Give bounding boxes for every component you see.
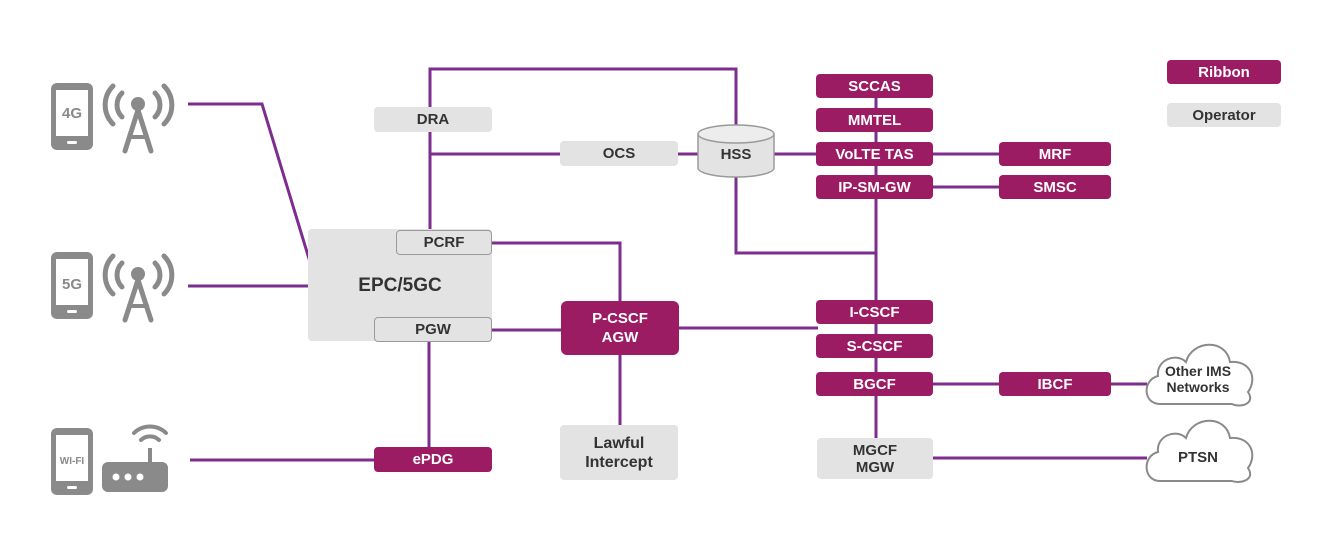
hss-label: HSS	[720, 146, 752, 163]
ocs-node: OCS	[560, 141, 678, 166]
ip-sm-gw-node: IP-SM-GW	[816, 175, 933, 199]
other-ims-networks-label: Other IMS Networks	[1148, 363, 1248, 395]
mgcf-label: MGCF	[852, 441, 898, 459]
link-hss-core	[734, 176, 876, 255]
mgw-label: MGW	[855, 458, 895, 476]
sccas-label: SCCAS	[848, 77, 901, 95]
other-ims-label-1: Other IMS	[1164, 363, 1232, 379]
pcrf-node: PCRF	[396, 230, 492, 255]
mrf-label: MRF	[1038, 145, 1072, 163]
mrf-node: MRF	[999, 142, 1111, 166]
bgcf-node: BGCF	[816, 372, 933, 396]
dra-label: DRA	[416, 111, 450, 128]
legend-ribbon-label: Ribbon	[1198, 63, 1250, 81]
volte-tas-node: VoLTE TAS	[816, 142, 933, 166]
epdg-node: ePDG	[374, 447, 492, 472]
pcscf-agw-node: P-CSCF AGW	[561, 301, 679, 355]
cloud-icon-other-ims	[1145, 343, 1254, 407]
pcscf-label: P-CSCF	[592, 310, 648, 327]
mmtel-label: MMTEL	[847, 111, 902, 129]
legend-operator: Operator	[1167, 103, 1281, 127]
other-ims-label-2: Networks	[1166, 379, 1230, 395]
bgcf-label: BGCF	[853, 375, 896, 393]
epc-5gc-label: EPC/5GC	[358, 274, 442, 296]
epdg-label: ePDG	[412, 451, 454, 468]
pgw-node: PGW	[374, 317, 492, 342]
ocs-label: OCS	[602, 145, 636, 162]
antenna-icon-4g	[102, 83, 175, 154]
antenna-icon-5g	[102, 253, 175, 323]
agw-label: AGW	[601, 329, 639, 346]
ptsn-label: PTSN	[1177, 449, 1218, 466]
dra-node: DRA	[374, 107, 492, 132]
volte-tas-label: VoLTE TAS	[835, 145, 914, 163]
link-4g-epc	[188, 102, 312, 263]
link-dra-hss	[428, 67, 738, 230]
phone-icon-5g	[51, 252, 93, 319]
phone-icon-4g	[51, 83, 93, 150]
lawful-intercept-label-1: Lawful	[593, 434, 645, 452]
lawful-intercept-node: Lawful Intercept	[560, 425, 678, 480]
i-cscf-label: I-CSCF	[849, 303, 900, 321]
device-label-5g: 5G	[62, 276, 82, 293]
legend-ribbon: Ribbon	[1167, 60, 1281, 84]
mmtel-node: MMTEL	[816, 108, 933, 132]
ibcf-label: IBCF	[1037, 375, 1073, 393]
cloud-icon-ptsn	[1145, 419, 1254, 483]
ibcf-node: IBCF	[999, 372, 1111, 396]
pcrf-label: PCRF	[423, 234, 465, 251]
ip-sm-gw-label: IP-SM-GW	[838, 178, 911, 196]
s-cscf-node: S-CSCF	[816, 334, 933, 358]
mgcf-mgw-node: MGCF MGW	[817, 438, 933, 479]
smsc-label: SMSC	[1033, 178, 1077, 196]
sccas-node: SCCAS	[816, 74, 933, 98]
i-cscf-node: I-CSCF	[816, 300, 933, 324]
s-cscf-label: S-CSCF	[846, 337, 903, 355]
link-pcrf-pcscf	[492, 241, 622, 302]
smsc-node: SMSC	[999, 175, 1111, 199]
phone-icon-wifi	[51, 428, 93, 495]
lawful-intercept-label-2: Intercept	[585, 453, 653, 471]
device-label-4g: 4G	[62, 105, 82, 122]
legend-operator-label: Operator	[1192, 106, 1256, 124]
pgw-label: PGW	[415, 321, 451, 338]
device-label-wifi: WI-FI	[60, 456, 85, 467]
router-icon	[102, 424, 168, 492]
